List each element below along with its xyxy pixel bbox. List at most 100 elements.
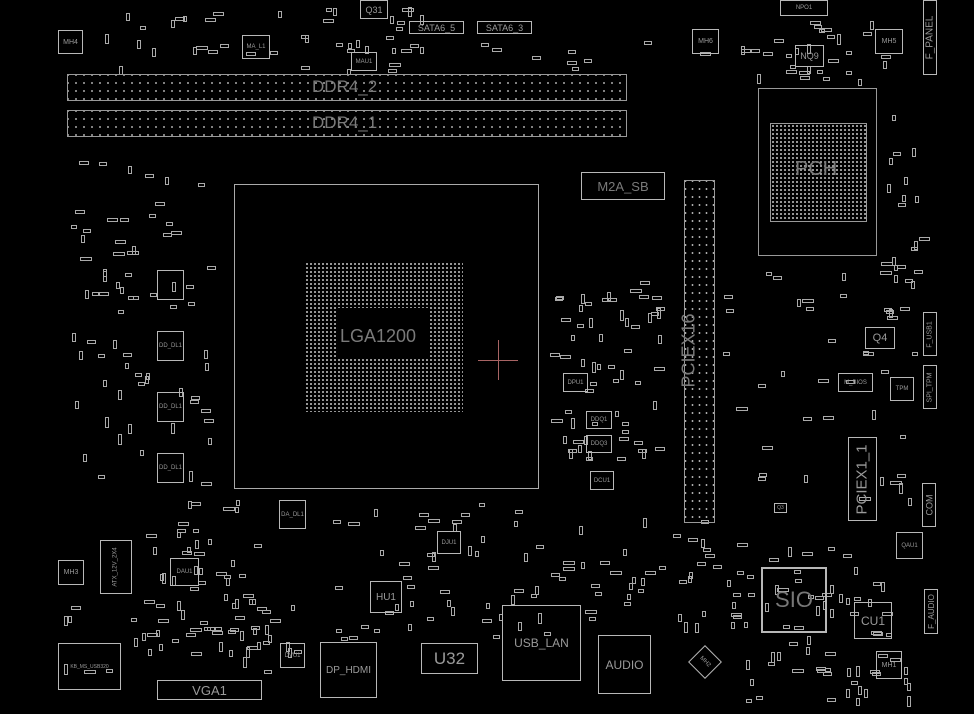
chip-sio[interactable]: SIO [761,567,827,633]
header-f-panel[interactable]: F_PANEL [923,0,937,75]
component-tpm[interactable]: TPM [890,377,914,401]
mounting-hole-mh6[interactable]: MH6 [692,29,719,54]
passive-pad [145,533,158,538]
passive-pad [800,75,810,80]
passive-pad [398,562,411,567]
connector-u32[interactable]: U32 [421,643,478,674]
passive-pad [624,348,633,353]
component-ddq1[interactable]: DDQ1 [586,411,612,429]
chip-pch[interactable] [770,123,867,222]
mounting-hole-mh1[interactable]: MH1 [876,651,902,679]
mounting-hole-mh4[interactable]: MH4 [58,30,83,54]
component-vrm-choke[interactable] [157,270,184,300]
passive-pad [190,587,200,592]
connector-audio[interactable]: AUDIO [598,635,651,694]
passive-pad [401,48,412,53]
dimm-slot-ddr4-1[interactable] [67,110,627,137]
passive-pad [695,622,700,633]
passive-pad [333,520,341,525]
pcie-slot-pciex1-1[interactable]: PCIEX1_1 [848,437,877,521]
passive-pad [883,307,893,312]
chip-hu1[interactable]: HU1 [370,581,402,613]
passive-pad [862,32,872,37]
passive-pad [672,534,681,539]
passive-pad [697,562,707,567]
label: NPO1 [795,5,813,11]
connector-usb-lan[interactable]: USB_LAN [502,605,581,681]
component-ma-l1[interactable]: MA_L1 [242,35,270,59]
passive-pad [186,547,191,554]
component-qau1[interactable]: QAU1 [896,532,923,559]
label: HU1 [375,591,396,603]
connector-dp-hdmi[interactable]: DP_HDMI [320,642,377,698]
label: KB_MS_USB320 [70,663,109,670]
passive-pad [229,649,234,657]
passive-pad [828,58,839,63]
passive-pad [723,294,733,299]
component-ddq3[interactable]: DDQ3 [586,435,612,453]
component-q3[interactable]: Q3 [774,503,787,513]
passive-pad [881,611,894,616]
passive-pad [193,566,198,576]
passive-pad [514,509,523,514]
component-dd-dl1[interactable]: DD_DL1 [157,331,184,361]
chip-cu1[interactable]: CU1 [854,602,892,639]
passive-pad [176,601,181,612]
passive-pad [746,575,754,580]
header-com[interactable]: COM [922,483,936,527]
dimm-slot-ddr4-2[interactable] [67,74,627,101]
chip-dau1[interactable]: DAU1 [170,558,199,586]
passive-pad [467,545,472,556]
component-mau1[interactable]: MAU1 [351,52,377,71]
passive-pad [904,678,909,686]
cpu-socket-outline[interactable] [234,184,539,489]
connector-sata6-5[interactable]: SATA6_5 [409,21,464,34]
passive-pad [78,350,83,361]
passive-pad [410,43,420,48]
component-q4[interactable]: Q4 [865,327,895,349]
mounting-hole-mh5[interactable]: MH5 [875,29,903,54]
connector-atx-12v-2x4[interactable]: ATX_12V_2X4 [100,540,132,594]
passive-pad [581,358,586,368]
component-dcu1[interactable]: DCU1 [590,471,614,490]
connector-sata6-3[interactable]: SATA6_3 [477,21,532,34]
component-dd-dl1[interactable]: DD_DL1 [157,392,184,422]
component-dpu1[interactable]: DPU1 [563,373,588,392]
passive-pad [869,20,874,31]
component-dd-dl1[interactable]: DD_DL1 [157,453,184,483]
pcie-slot-pciex16[interactable] [684,180,715,523]
chip-dju1[interactable]: DJU1 [437,531,461,554]
mounting-hole-mh3[interactable]: MH3 [58,560,84,585]
passive-pad [850,680,859,685]
label: M_BIOS [844,379,867,386]
passive-pad [395,26,403,31]
passive-pad [629,582,634,590]
passive-pad [409,600,414,607]
component-da-dl1[interactable]: DA_DL1 [279,500,306,529]
passive-pad [103,269,108,278]
mounting-hole-mh2[interactable]: MH2 [688,645,722,679]
passive-pad [872,631,883,636]
header-spi-tpm[interactable]: SPI_TPM [923,365,937,409]
passive-pad [658,565,666,570]
header-f-usb1[interactable]: F_USB1 [923,312,937,356]
chip-dvu1[interactable]: DVU1 [280,643,305,668]
component-npo1[interactable]: NPO1 [780,0,828,16]
connector-vga1[interactable]: VGA1 [157,680,262,700]
label: NQ9 [800,51,819,61]
passive-pad [798,70,810,75]
component-m-bios[interactable]: M_BIOS [838,373,873,392]
component-q31[interactable]: Q31 [360,0,388,19]
component-nq9[interactable]: NQ9 [795,45,824,67]
passive-pad [889,158,894,166]
passive-pad [175,16,185,21]
passive-pad [335,585,343,590]
header-f-audio[interactable]: F_AUDIO [924,589,938,634]
passive-pad [130,617,138,622]
passive-pad [102,380,107,387]
passive-pad [826,34,835,39]
label: MH3 [63,569,79,576]
slot-m2a-sb[interactable]: M2A_SB [581,172,665,200]
connector-kb-ms-usb320[interactable]: KB_MS_USB320 [58,643,121,690]
label: DA_DL1 [281,511,304,518]
